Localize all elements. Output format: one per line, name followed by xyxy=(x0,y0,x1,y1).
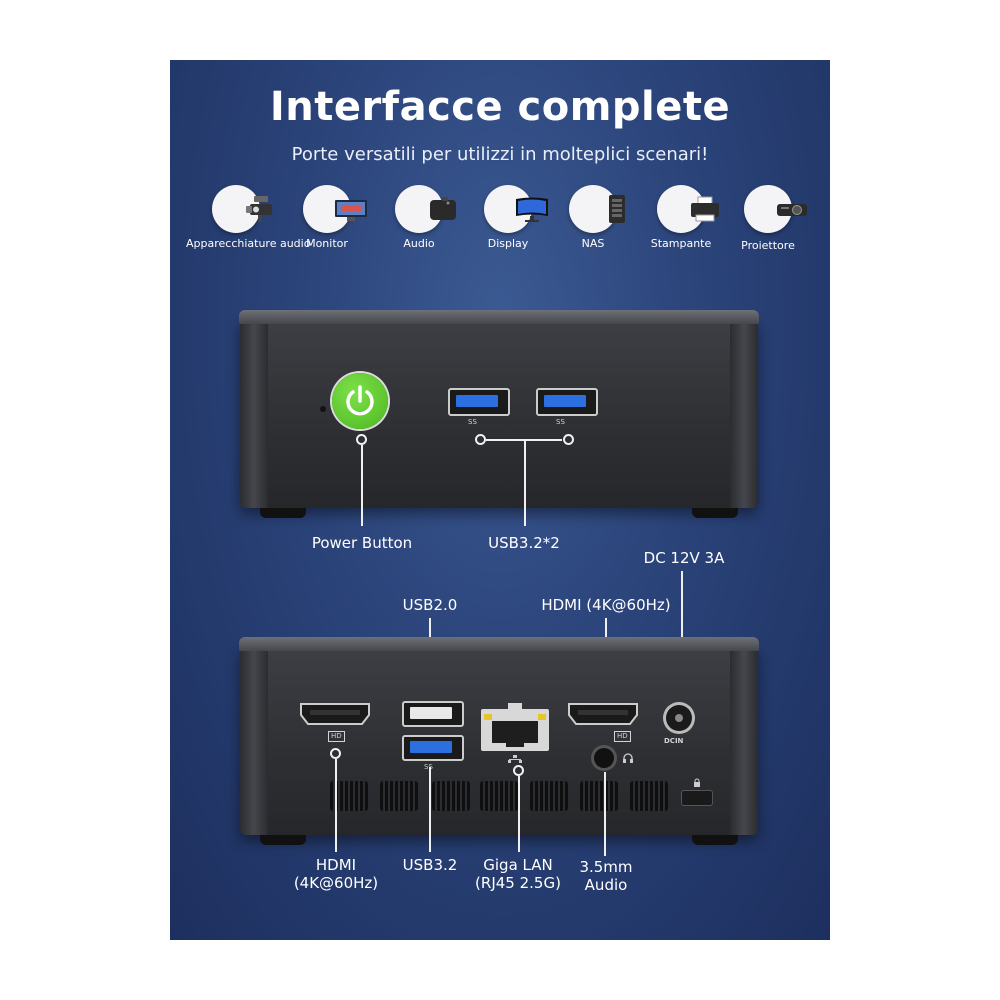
lan-port[interactable] xyxy=(480,703,550,753)
power-icon xyxy=(346,385,374,416)
rear-panel: HD SS HD D xyxy=(239,637,759,845)
ir-sensor xyxy=(320,406,326,412)
usb-port-front-1[interactable] xyxy=(448,388,510,416)
hd-mark: HD xyxy=(614,731,631,742)
lock-icon xyxy=(694,778,700,787)
usb32-label: USB3.2 xyxy=(402,856,458,874)
nas-icon xyxy=(609,195,625,223)
callout-dot xyxy=(475,434,486,445)
app-label: Display xyxy=(487,237,529,250)
dcin-mark: DCIN xyxy=(664,737,684,745)
security-lock-slot[interactable] xyxy=(682,791,712,805)
callout-dot xyxy=(330,748,341,759)
hdmi-port-left[interactable] xyxy=(300,703,370,725)
dc-in-port[interactable] xyxy=(666,705,692,731)
app-label: Monitor xyxy=(306,237,348,250)
headphone-icon xyxy=(623,753,633,763)
printer-icon xyxy=(691,196,719,222)
callout-dot xyxy=(513,765,524,776)
app-item-audio: Audio xyxy=(369,185,469,250)
power-button-label: Power Button xyxy=(311,534,413,552)
usb32-port-rear[interactable] xyxy=(402,735,464,761)
usb-port-front-2[interactable] xyxy=(536,388,598,416)
hdmi-left-label: HDMI (4K@60Hz) xyxy=(293,856,379,892)
app-item-monitor: Monitor xyxy=(277,185,377,250)
app-item-audio-equipment: Apparecchiature audio xyxy=(186,185,311,250)
usb32x2-label: USB3.2*2 xyxy=(488,534,560,552)
app-label: Proiettore xyxy=(741,239,795,252)
callout-dot xyxy=(563,434,574,445)
usb-ss-mark: SS xyxy=(424,763,433,771)
hdmi-top-label: HDMI (4K@60Hz) xyxy=(541,596,671,614)
callout-dot xyxy=(356,434,367,445)
dc-in-label: DC 12V 3A xyxy=(643,549,725,567)
security-camera-icon xyxy=(246,196,272,222)
audio-label: 3.5mm Audio xyxy=(579,858,633,894)
app-label: Stampante xyxy=(650,237,712,250)
app-label: Apparecchiature audio xyxy=(186,237,311,250)
app-item-projector: Proiettore xyxy=(718,185,818,252)
front-panel: SS SS xyxy=(239,310,759,518)
app-item-printer: Stampante xyxy=(631,185,731,250)
app-label: Audio xyxy=(403,237,435,250)
page-subtitle: Porte versatili per utilizzi in moltepli… xyxy=(291,144,709,165)
product-panel: Interfacce complete Porte versatili per … xyxy=(170,60,830,940)
app-item-nas: NAS xyxy=(543,185,643,250)
usb-ss-mark: SS xyxy=(556,418,565,426)
network-icon xyxy=(508,755,522,763)
app-item-display: Display xyxy=(458,185,558,250)
display-icon xyxy=(516,197,548,222)
usb-ss-mark: SS xyxy=(468,418,477,426)
lan-label: Giga LAN (RJ45 2.5G) xyxy=(475,856,561,892)
speaker-icon xyxy=(430,197,456,220)
app-label: NAS xyxy=(581,237,605,250)
hdmi-port-right[interactable] xyxy=(568,703,638,725)
monitor-icon xyxy=(335,200,367,221)
projector-icon xyxy=(777,204,807,216)
power-button[interactable] xyxy=(332,373,388,429)
audio-jack[interactable] xyxy=(594,748,614,768)
page-title: Interfacce complete xyxy=(269,84,731,130)
usb20-label: USB2.0 xyxy=(402,596,458,614)
hd-mark: HD xyxy=(328,731,345,742)
usb20-port[interactable] xyxy=(402,701,464,727)
